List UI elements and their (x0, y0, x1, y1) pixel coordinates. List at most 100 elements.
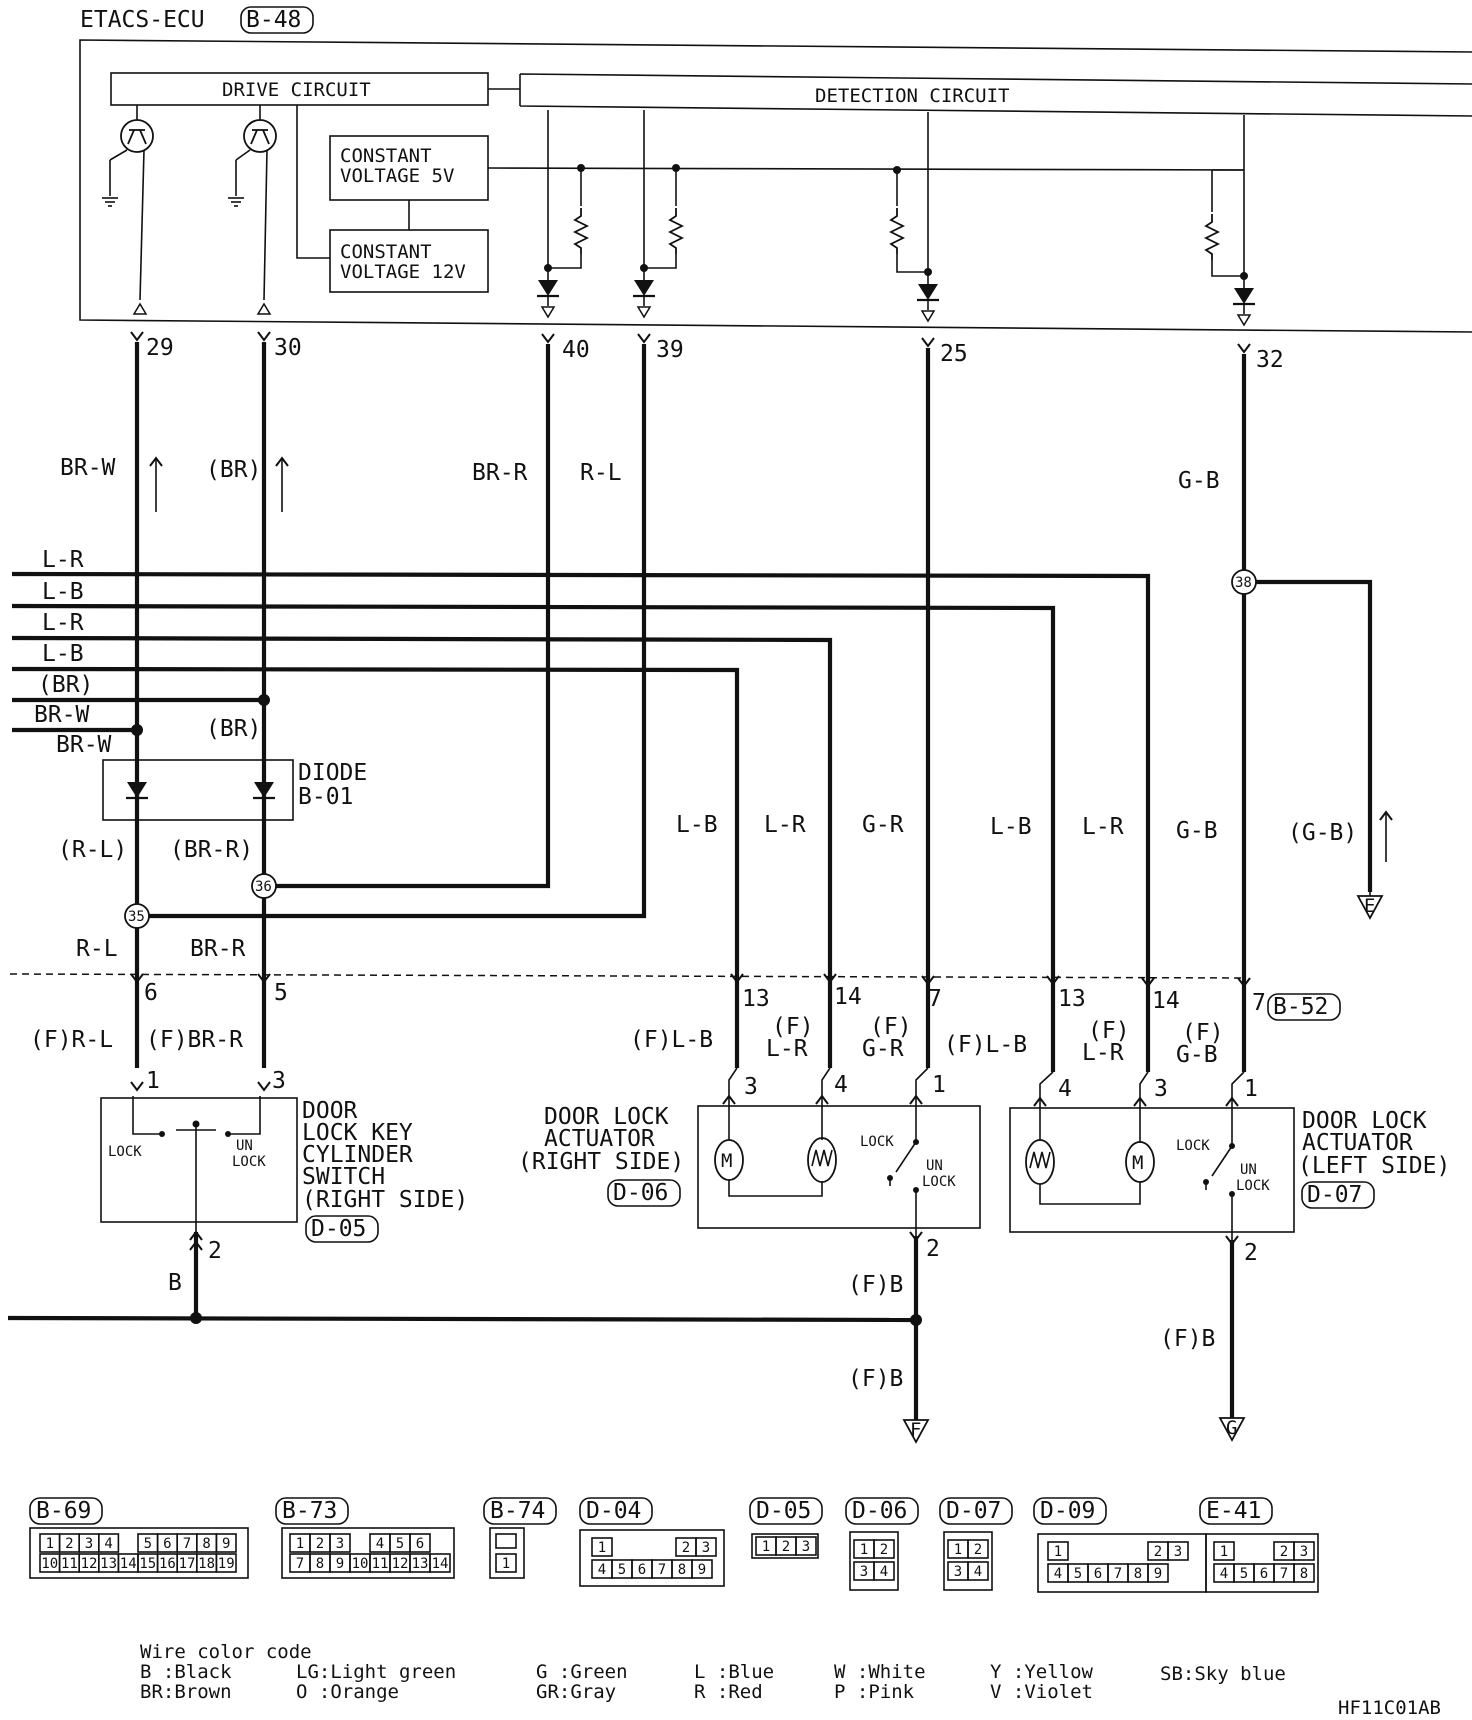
wire-brr (264, 344, 551, 889)
diode-icon (124, 780, 150, 800)
connector-e41-pin: 3 (1300, 1544, 1308, 1560)
act-r-unlock-1: UN (926, 1158, 943, 1174)
connector-b69-code: B-69 (36, 1498, 91, 1524)
key-switch-line3: CYLINDER (302, 1142, 413, 1168)
legend-sb: SB:Sky blue (1160, 1663, 1286, 1685)
diode-name: DIODE (298, 760, 367, 786)
connector-d09-pin: 8 (1134, 1566, 1142, 1582)
terminal-6: 6 (144, 980, 158, 1006)
connector-pin-cell (495, 1553, 517, 1573)
connector-e41-pin: 4 (1220, 1566, 1228, 1582)
connector-d05-badge (305, 1215, 379, 1243)
connector-d09-pin: 6 (1094, 1566, 1102, 1582)
wire-label-lr-r: L-R (764, 812, 806, 838)
diode-b01-box (102, 759, 294, 821)
wire-label-gb: G-B (1178, 468, 1220, 494)
connector-b73-pin: 2 (316, 1536, 324, 1552)
connector-b73-pin: 6 (416, 1536, 424, 1552)
connector-d04-pin: 9 (698, 1562, 706, 1578)
key-term-3: 3 (272, 1068, 286, 1094)
pin-marker-icon (257, 303, 271, 315)
connector-pin-cell (409, 1533, 431, 1553)
ecu-pin-icon (921, 337, 935, 347)
bus-label-5: (BR) (38, 672, 93, 698)
pin-marker-icon (1237, 314, 1251, 326)
connector-pin-cell (691, 1559, 713, 1579)
figure-code: HF11C01AB (1338, 1697, 1441, 1719)
connector-d07-badge (939, 1497, 1013, 1525)
terminal-14a: 14 (834, 984, 862, 1010)
connector-d06-pin: 1 (860, 1542, 868, 1558)
key-switch-line1: DOOR (302, 1098, 358, 1124)
connector-d07-pin: 3 (954, 1564, 962, 1580)
legend-lg: LG:Light green (296, 1661, 456, 1683)
wire-label-lb-l: L-B (990, 814, 1032, 840)
switch-contact-icon (1211, 1145, 1233, 1177)
connector-pin-cell (1147, 1563, 1169, 1583)
diode-code: B-01 (298, 784, 353, 810)
legend-br: BR:Brown (140, 1681, 232, 1703)
connector-d04-pin: 4 (598, 1562, 606, 1578)
connector-e41-pin: 7 (1280, 1566, 1288, 1582)
diode-icon (1231, 286, 1257, 306)
terminal-arrow-icon (130, 1081, 144, 1091)
ecu-pin-icon (130, 331, 144, 341)
connector-b73-pin: 10 (352, 1556, 369, 1572)
connector-pin-cell (329, 1533, 351, 1553)
connector-d07-pin: 4 (974, 1564, 982, 1580)
act-l-unlock-1: UN (1240, 1162, 1257, 1178)
terminal-7b: 7 (1252, 990, 1266, 1016)
wire-label-f-1: (F) (772, 1014, 814, 1040)
ecu-boundary (79, 39, 1472, 333)
bus-label-2: L-B (42, 579, 84, 605)
wire-label-brw-2: BR-W (56, 732, 112, 758)
connector-b69-pin: 19 (218, 1556, 235, 1572)
connector-pin-cell (1167, 1541, 1189, 1561)
connector-b69-pin: 3 (85, 1536, 93, 1552)
cv12-line2: VOLTAGE 12V (340, 261, 466, 283)
connector-b73-pin: 7 (296, 1556, 304, 1572)
connector-d05-pin: 1 (762, 1539, 770, 1555)
act-r-code: D-06 (613, 1180, 668, 1206)
wire-label-rl: R-L (580, 460, 622, 486)
connector-e41-pin: 2 (1280, 1544, 1288, 1560)
wire-label-fb-1: (F)B (848, 1272, 903, 1298)
connector-pin-cell (215, 1533, 237, 1553)
wire-label-f-lb-l: (F)L-B (944, 1032, 1027, 1058)
actuator-left-box (1009, 1107, 1295, 1233)
act-l-code: D-07 (1307, 1182, 1362, 1208)
ecu-pin-icon (637, 333, 651, 343)
bus-wire-1 (11, 571, 1151, 1072)
connector-b73-pin: 8 (316, 1556, 324, 1572)
pin-30: 30 (274, 335, 302, 361)
connector-pin-cell (1293, 1563, 1315, 1583)
connector-b69-pin: 12 (81, 1556, 98, 1572)
wire-label-fb-2: (F)B (848, 1366, 903, 1392)
legend-l: L :Blue (694, 1661, 774, 1683)
act-l-unlock-2: LOCK (1236, 1178, 1270, 1194)
act-r-line1: DOOR LOCK (544, 1104, 669, 1130)
junction-35-label: 35 (128, 909, 145, 925)
key-switch-line4: SWITCH (302, 1164, 385, 1190)
wire-label-brw: BR-W (60, 455, 116, 481)
connector-e41-housing (1205, 1533, 1319, 1593)
connector-b52: B-52 (1273, 994, 1328, 1020)
connector-b69-pin: 4 (104, 1536, 112, 1552)
connector-b73-badge (275, 1497, 349, 1525)
wire-label-br: (BR) (206, 457, 261, 483)
pin-marker-icon (921, 310, 935, 322)
legend-y: Y :Yellow (990, 1661, 1094, 1683)
connector-d04-code: D-04 (586, 1498, 641, 1524)
legend-w: W :White (834, 1661, 926, 1683)
connector-pin-cell (98, 1533, 120, 1553)
junction-38-label: 38 (1235, 575, 1252, 591)
pin-39: 39 (656, 337, 684, 363)
wire-label-gr-f: G-R (862, 1036, 904, 1062)
ecu-ground-icon (101, 197, 119, 207)
connector-d05-badge (749, 1497, 823, 1525)
key-term-2: 2 (208, 1238, 222, 1264)
detection-circuit-label: DETECTION CIRCUIT (815, 85, 1009, 107)
connector-b74-pin: 1 (502, 1556, 510, 1572)
wire-label-br-2: (BR) (206, 716, 261, 742)
connector-b69-pin: 13 (100, 1556, 117, 1572)
